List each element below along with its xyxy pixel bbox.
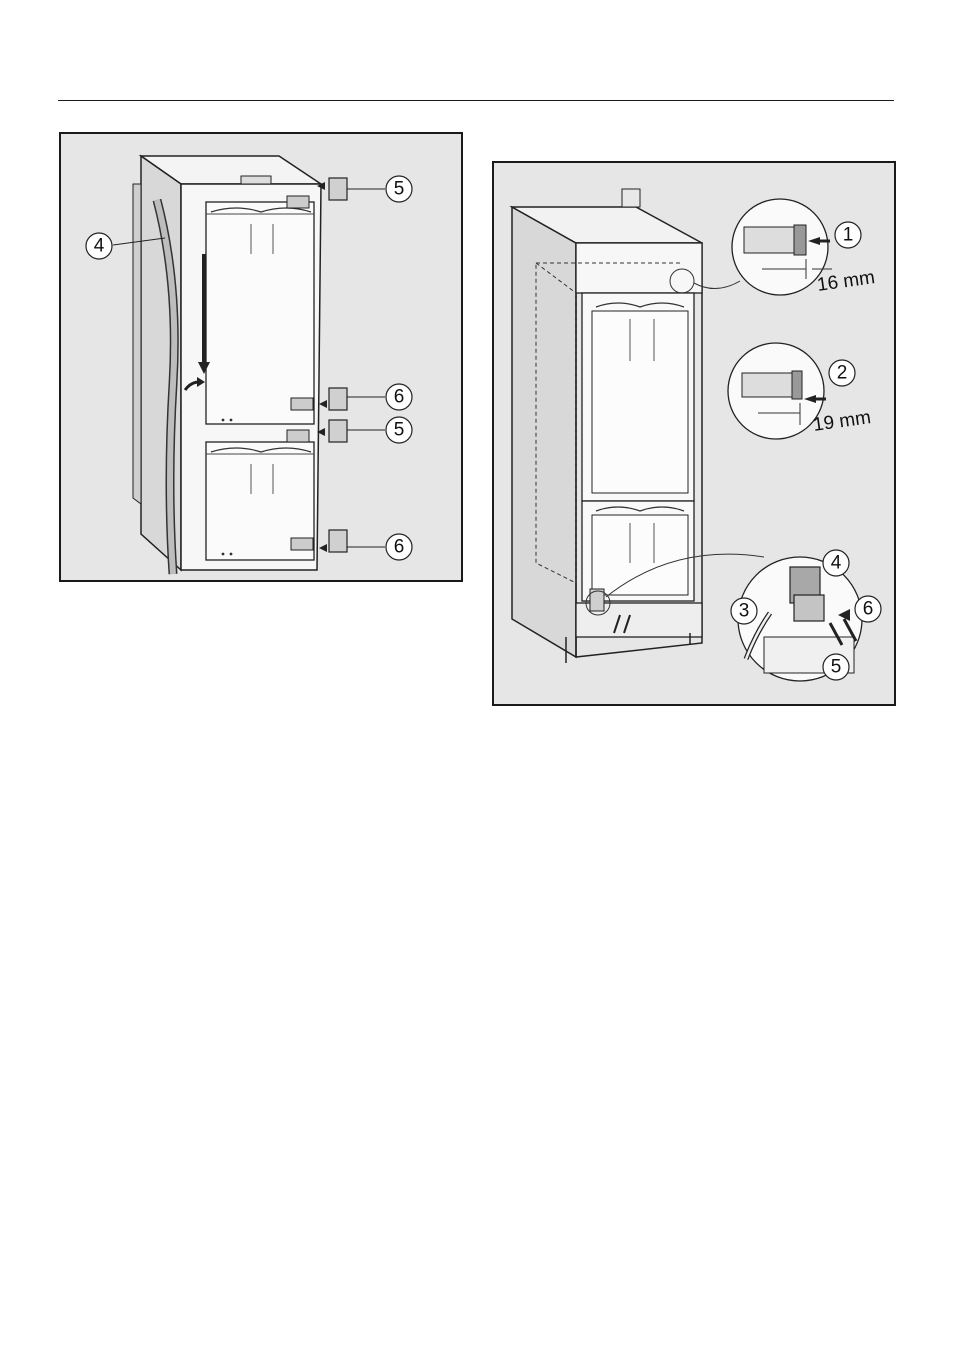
fridge-hinges-illustration: 4 5 6 5 6 bbox=[61, 134, 461, 580]
svg-text:1: 1 bbox=[843, 225, 854, 246]
callout-5-top: 5 bbox=[386, 176, 412, 202]
svg-text:5: 5 bbox=[394, 179, 405, 200]
callout-6-lower: 6 bbox=[386, 534, 412, 560]
figure-fridge-hinges: 4 5 6 5 6 bbox=[59, 132, 463, 582]
hinge-part-6-upper bbox=[319, 388, 347, 410]
header-rule bbox=[58, 100, 894, 101]
svg-text:5: 5 bbox=[831, 657, 842, 678]
svg-text:5: 5 bbox=[394, 420, 405, 441]
dimension-16mm: 16 mm bbox=[816, 267, 876, 296]
dimension-19mm: 19 mm bbox=[812, 407, 872, 436]
callout-6-upper: 6 bbox=[386, 384, 412, 410]
zoom-detail-second-hinge bbox=[728, 343, 826, 439]
figure-cabinet-installation: 1 16 mm 2 19 mm 4 3 6 bbox=[492, 161, 896, 706]
callout-4: 4 bbox=[823, 550, 849, 576]
svg-text:6: 6 bbox=[394, 537, 405, 558]
callout-5: 5 bbox=[823, 654, 849, 680]
callout-4: 4 bbox=[86, 233, 112, 259]
callout-6: 6 bbox=[855, 596, 881, 622]
hinge-part-6-lower bbox=[319, 530, 347, 552]
callout-5-middle: 5 bbox=[386, 417, 412, 443]
cabinet-installation-illustration: 1 16 mm 2 19 mm 4 3 6 bbox=[494, 163, 894, 704]
svg-text:3: 3 bbox=[739, 601, 750, 622]
callout-1: 1 bbox=[835, 222, 861, 248]
svg-text:4: 4 bbox=[94, 236, 105, 257]
callout-2: 2 bbox=[829, 360, 855, 386]
svg-text:4: 4 bbox=[831, 553, 842, 574]
svg-text:6: 6 bbox=[394, 387, 405, 408]
svg-text:6: 6 bbox=[863, 599, 874, 620]
hinge-part-5-middle bbox=[317, 420, 347, 442]
svg-text:2: 2 bbox=[837, 363, 848, 384]
callout-3: 3 bbox=[731, 598, 757, 624]
